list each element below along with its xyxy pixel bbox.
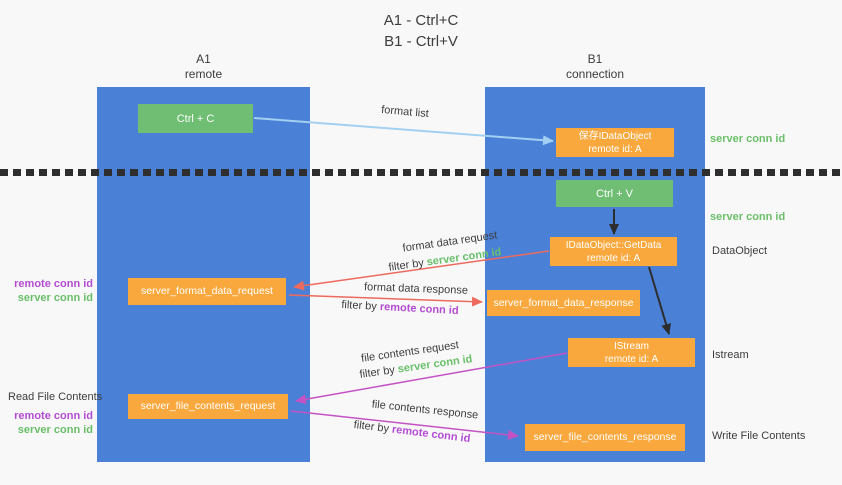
node-ctrl-c: Ctrl + C [138, 104, 253, 133]
arrow-label-format-data-response: format data response [363, 281, 469, 297]
node-ctrl-v: Ctrl + V [556, 180, 673, 207]
node-istream-line1: IStream [613, 340, 649, 352]
column-header-b1: B1 connection [485, 52, 705, 82]
node-save-dataobject: 保存IDataObject remote id: A [556, 128, 674, 157]
node-format-response-label: server_format_data_response [493, 296, 634, 309]
node-save-dataobject-line1: 保存IDataObject [578, 130, 652, 142]
node-getdata: IDataObject::GetData remote id: A [550, 237, 677, 266]
title-line-2: B1 - Ctrl+V [384, 33, 458, 50]
label-server-conn-id-left-2: server conn id [17, 424, 93, 436]
column-header-a1: A1 remote [97, 52, 310, 82]
column-a1-subtitle: remote [184, 67, 223, 81]
node-format-request-label: server_format_data_request [141, 285, 273, 297]
filter-remote-conn-id: remote conn id [379, 300, 459, 318]
node-file-response-label: server_file_contents_response [533, 431, 677, 443]
arrow-label-format-list: format list [380, 103, 430, 121]
node-format-response: server_format_data_response [487, 290, 640, 316]
diagram-title: A1 - Ctrl+C B1 - Ctrl+V [0, 10, 842, 52]
label-server-conn-id-mid: server conn id [710, 211, 786, 223]
arrow-label-filter-by-remote-2: filter by remote conn id [342, 418, 482, 447]
column-b1-name: B1 [587, 52, 603, 66]
session-divider-dotted-line [0, 169, 842, 176]
node-istream: IStream remote id: A [568, 338, 695, 367]
title-line-1: A1 - Ctrl+C [383, 12, 459, 29]
node-getdata-line1: IDataObject::GetData [565, 239, 662, 251]
label-istream: Istream [712, 349, 749, 361]
filter-by-text: filter by [358, 364, 396, 381]
filter-remote-conn-id: remote conn id [391, 423, 471, 446]
label-dataobject: DataObject [712, 245, 768, 257]
arrow-label-filter-by-remote-1: filter by remote conn id [335, 299, 465, 318]
label-remote-conn-id-left-2: remote conn id [14, 410, 93, 422]
filter-by-text: filter by [353, 418, 390, 436]
node-ctrl-v-label: Ctrl + V [596, 187, 633, 200]
arrow-label-file-contents-response: file contents response [371, 398, 479, 422]
node-file-response: server_file_contents_response [525, 424, 685, 451]
column-a1-name: A1 [196, 52, 211, 66]
node-ctrl-c-label: Ctrl + C [176, 112, 215, 125]
node-file-request: server_file_contents_request [128, 394, 288, 419]
node-istream-line2: remote id: A [604, 353, 659, 365]
filter-by-text: filter by [341, 298, 378, 313]
filter-by-text: filter by [387, 257, 425, 274]
node-file-request-label: server_file_contents_request [140, 400, 276, 412]
label-remote-conn-id-left-1: remote conn id [14, 278, 93, 290]
node-getdata-line2: remote id: A [586, 252, 641, 264]
label-server-conn-id-top: server conn id [710, 133, 786, 145]
label-read-file-contents: Read File Contents [8, 391, 103, 403]
node-save-dataobject-line2: remote id: A [588, 143, 642, 155]
label-write-file-contents: Write File Contents [712, 430, 806, 442]
label-server-conn-id-left-1: server conn id [17, 292, 93, 304]
node-format-request: server_format_data_request [128, 278, 286, 305]
column-b1-subtitle: connection [565, 67, 625, 81]
